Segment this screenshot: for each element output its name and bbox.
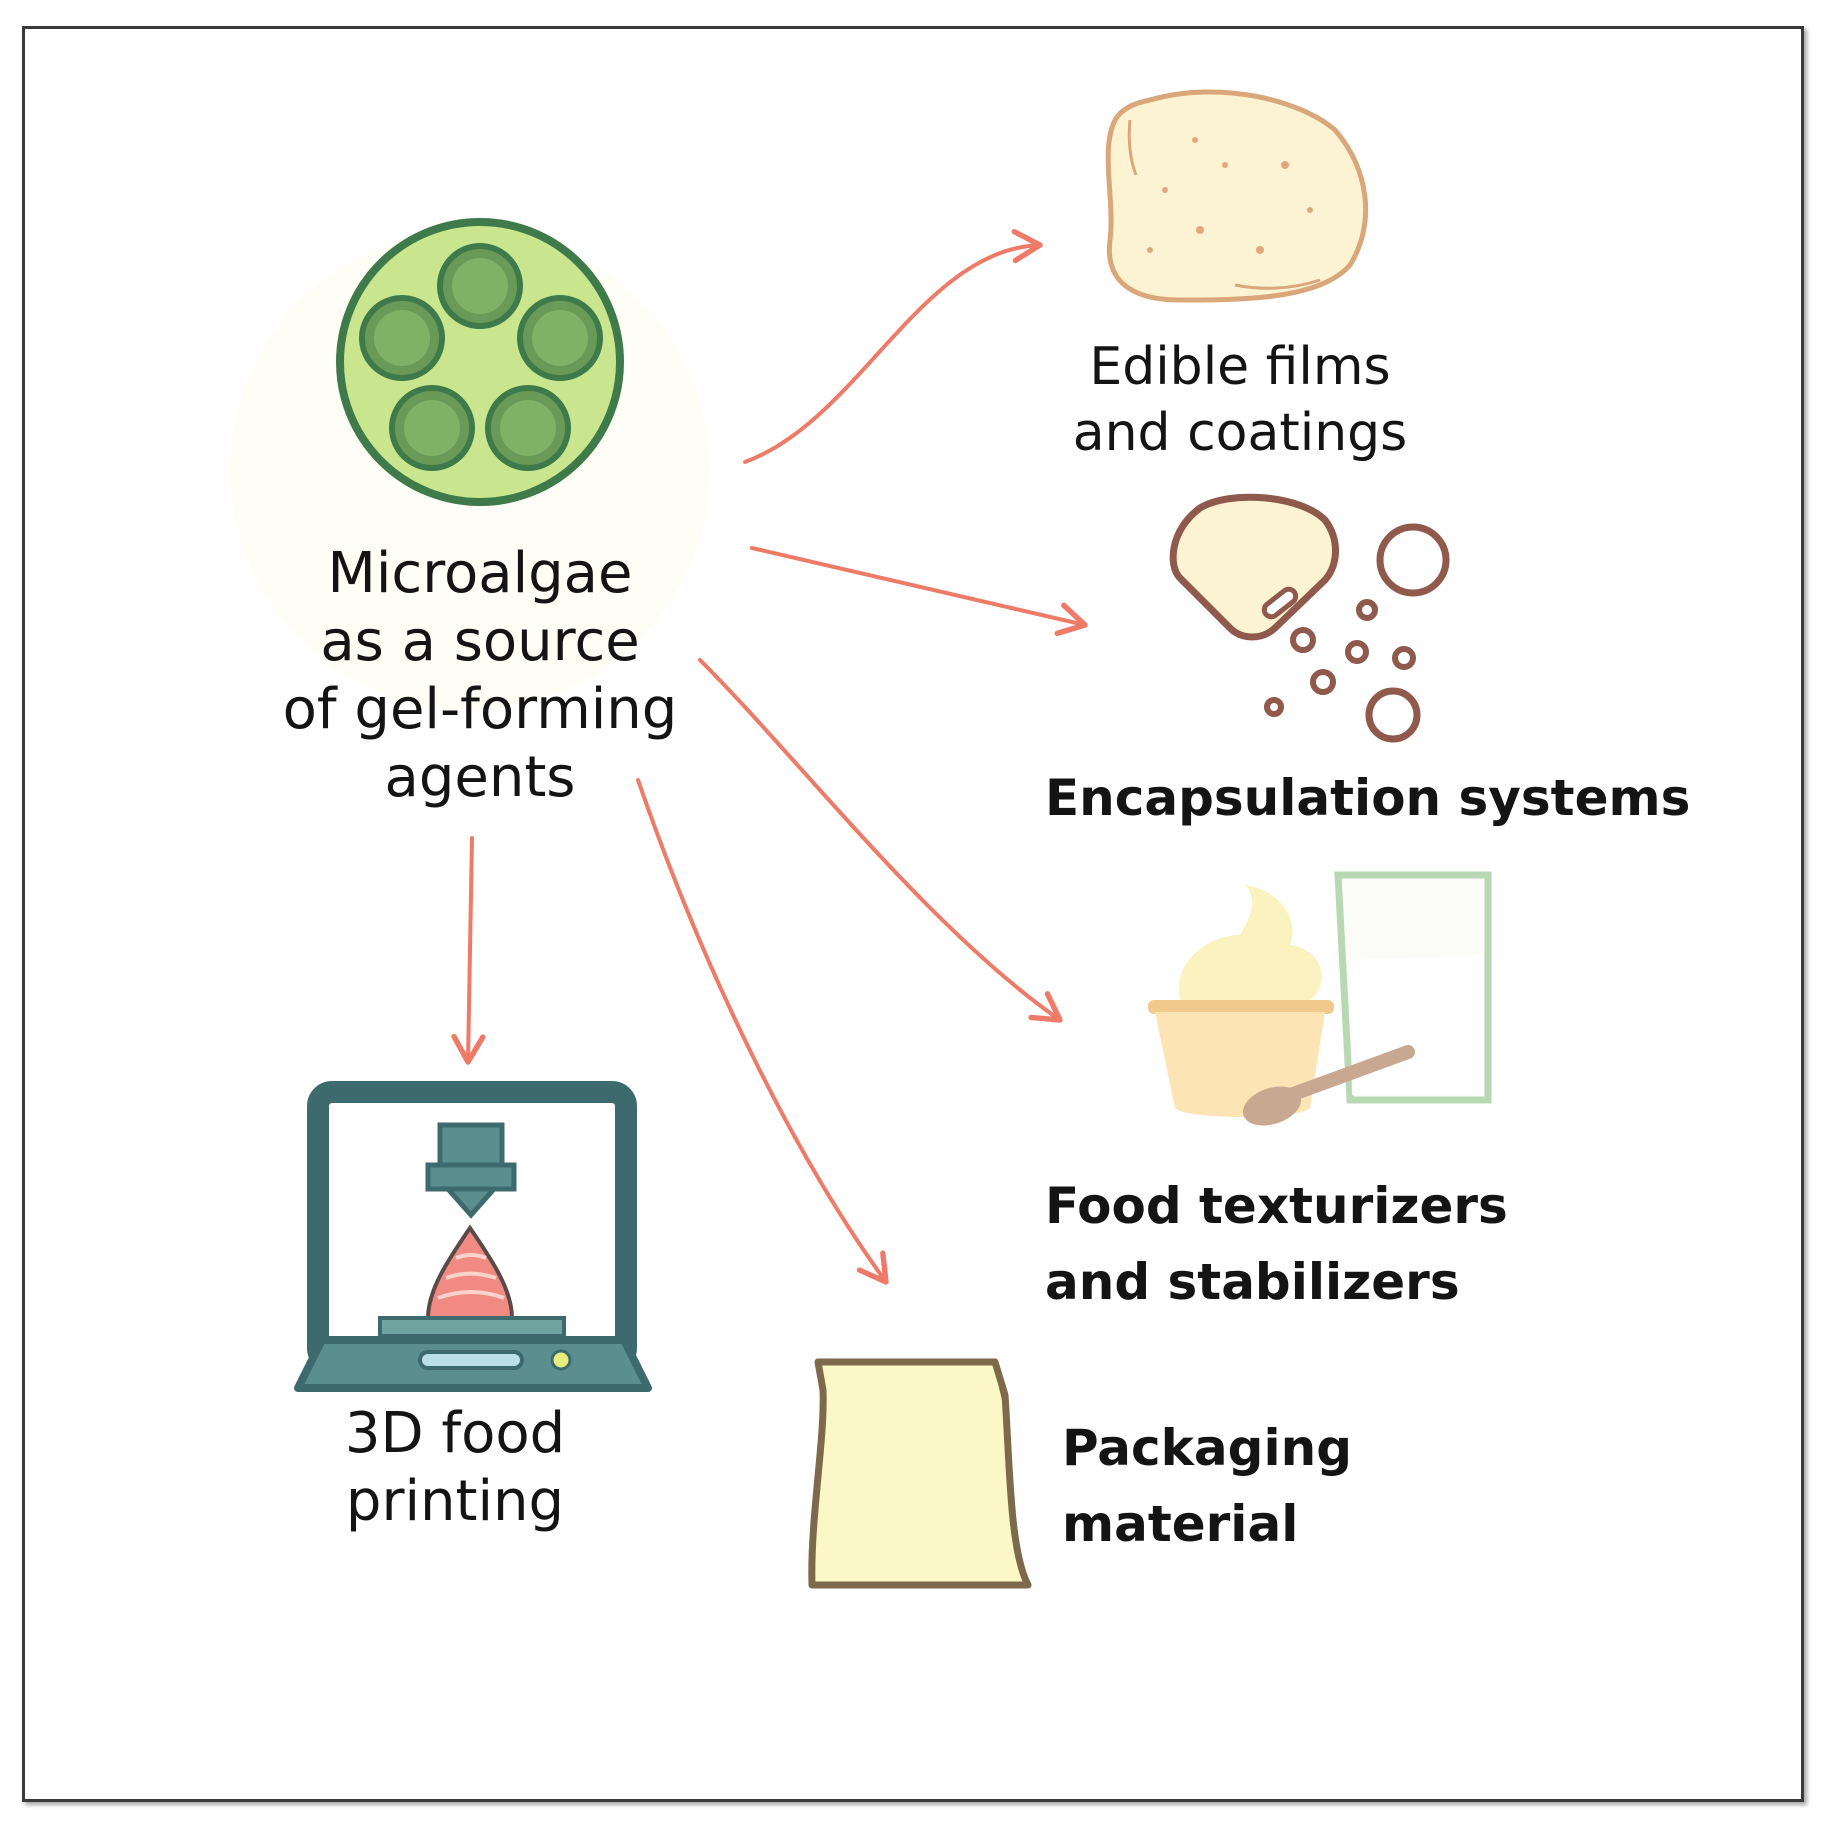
3d-printing-label-line-1: 3D food	[344, 1401, 566, 1466]
edible-films-label-line-2: and coatings	[1072, 403, 1408, 463]
capsule-icon	[1169, 493, 1450, 743]
source-label-line-4: agents	[384, 745, 576, 810]
encapsulation-label-line-1: Encapsulation systems	[1045, 769, 1691, 827]
packaging-label-line-1: Packaging	[1062, 1419, 1352, 1477]
source-label-line-1: Microalgae	[327, 541, 633, 606]
source-label-line-3: of gel-forming	[282, 677, 678, 742]
arrow-to-texturizers	[698, 658, 1063, 1023]
arrow-to-edible-films	[743, 228, 1043, 464]
edible-films-label-line-1: Edible films	[1089, 337, 1391, 397]
packaging-label: Packaging material	[1062, 1410, 1352, 1562]
dessert-and-milk-icon	[1148, 871, 1492, 1126]
texturizers-label-line-2: and stabilizers	[1045, 1253, 1460, 1311]
texturizers-label: Food texturizers and stabilizers	[1045, 1168, 1508, 1320]
source-label: Microalgae as a source of gel-forming ag…	[230, 540, 730, 812]
arrow-to-packaging	[636, 778, 889, 1285]
edible-films-label: Edible films and coatings	[1020, 334, 1460, 466]
3d-printing-label: 3D food printing	[290, 1400, 620, 1536]
microalgae-cell-icon	[336, 218, 624, 506]
texturizers-label-line-1: Food texturizers	[1045, 1177, 1508, 1235]
arrow-to-3d-printing	[451, 836, 486, 1065]
packaging-bag-icon	[808, 1358, 1032, 1589]
3d-printing-label-line-2: printing	[345, 1469, 565, 1534]
packaging-label-line-2: material	[1062, 1495, 1299, 1553]
arrow-to-encapsulation	[750, 546, 1088, 637]
encapsulation-label: Encapsulation systems	[1045, 765, 1690, 831]
arrows	[451, 228, 1088, 1285]
source-label-line-2: as a source	[320, 609, 640, 674]
edible-film-icon	[1105, 89, 1369, 303]
3d-printer-icon	[294, 1081, 652, 1392]
